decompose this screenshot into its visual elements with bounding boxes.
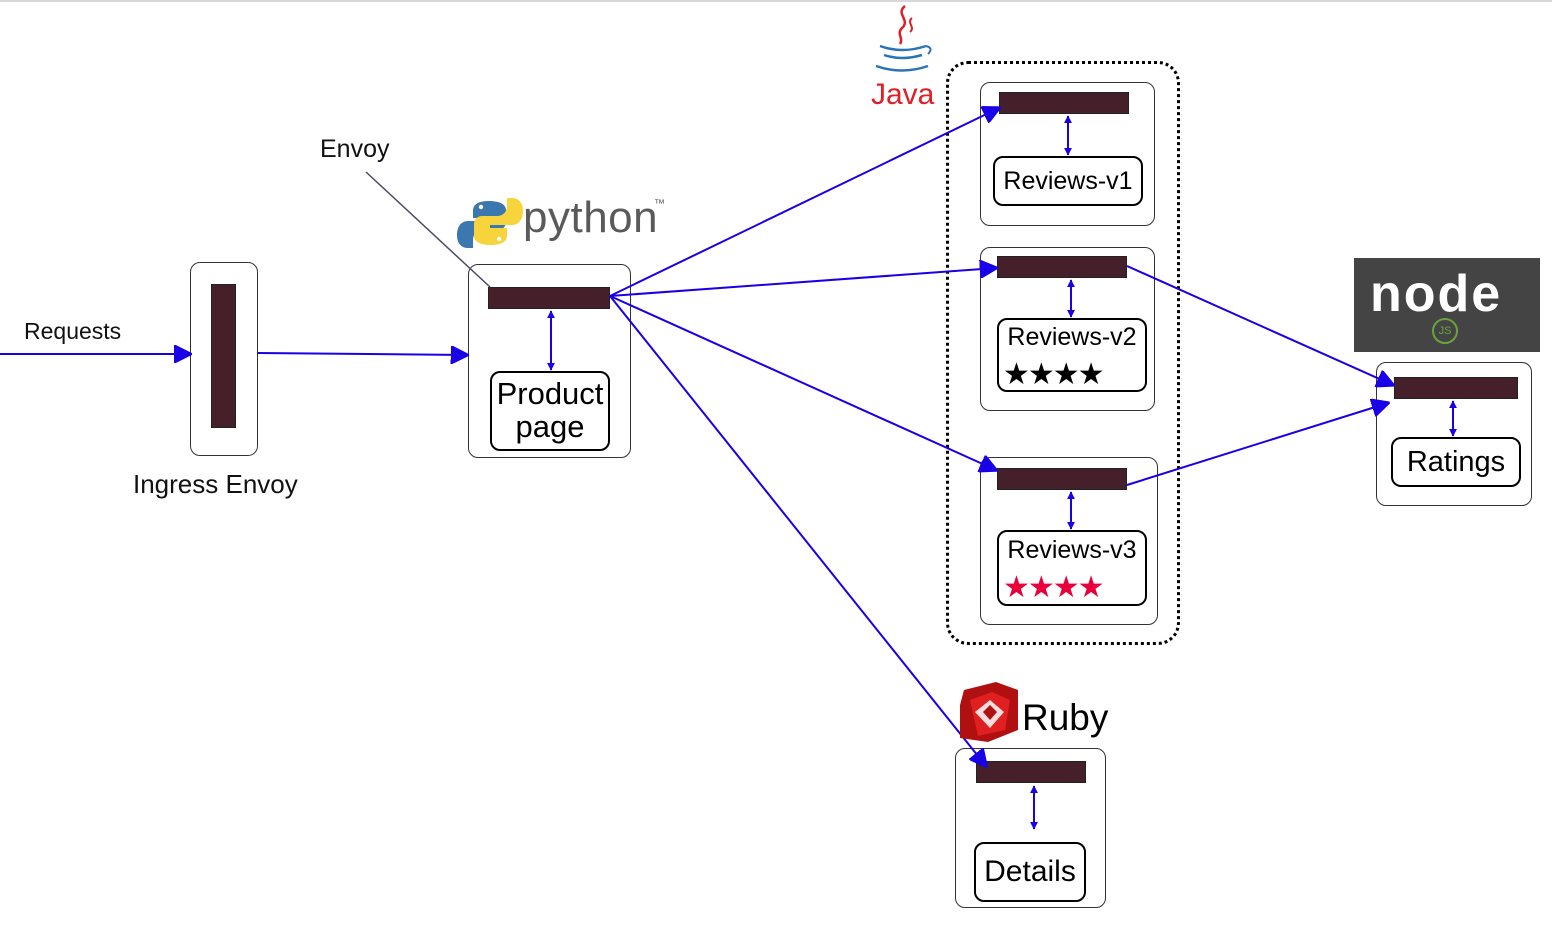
nodejs-wordmark: node xyxy=(1370,265,1503,323)
details-service: Details xyxy=(974,842,1086,902)
details-envoy-proxy xyxy=(976,761,1086,783)
productpage-to-reviews-v2-arrow xyxy=(609,268,996,297)
reviews-v3-label: Reviews-v3 xyxy=(1007,536,1137,564)
reviews-group xyxy=(946,61,1180,645)
nodejs-js-badge: JS xyxy=(1432,318,1458,344)
ratings-service: Ratings xyxy=(1391,437,1521,487)
reviews-v2-stars: ★★★★ xyxy=(1003,358,1105,391)
productpage-service: Product page xyxy=(490,371,610,451)
productpage-to-reviews-v1-arrow xyxy=(609,108,999,297)
requests-label: Requests xyxy=(24,318,122,344)
envoy-label: Envoy xyxy=(320,135,390,163)
ingress-envoy-label: Ingress Envoy xyxy=(133,469,298,499)
ratings-label: Ratings xyxy=(1406,445,1506,478)
ruby-wordmark: Ruby xyxy=(1022,697,1109,738)
reviews-v3-to-ratings-arrow xyxy=(1126,403,1388,486)
envoy-pointer-line xyxy=(365,171,491,288)
reviews-v1-service: Reviews-v1 xyxy=(993,156,1143,206)
ingress-envoy-proxy xyxy=(211,284,236,428)
reviews-v2-label: Reviews-v2 xyxy=(1007,323,1137,351)
productpage-label-line1: Product xyxy=(496,376,604,412)
productpage-to-details-arrow xyxy=(609,295,986,766)
reviews-v3-service: Reviews-v3 xyxy=(997,530,1147,606)
reviews-v2-service: Reviews-v2 xyxy=(997,318,1147,392)
reviews-v2-to-ratings-arrow xyxy=(1126,265,1393,385)
reviews-v1-envoy-proxy xyxy=(999,92,1129,114)
reviews-v1-label: Reviews-v1 xyxy=(1003,166,1133,195)
productpage-envoy-proxy xyxy=(488,287,610,309)
ingress-to-productpage-arrow xyxy=(257,353,467,355)
productpage-to-reviews-v3-arrow xyxy=(609,295,996,470)
python-trademark: ™ xyxy=(654,198,665,210)
details-label: Details xyxy=(984,855,1076,889)
java-wordmark: Java xyxy=(871,78,935,111)
top-border xyxy=(0,0,1552,2)
java-logo-icon xyxy=(875,5,932,72)
python-wordmark: python xyxy=(523,193,659,242)
reviews-v3-envoy-proxy xyxy=(997,468,1127,490)
reviews-v3-stars: ★★★★ xyxy=(1003,571,1105,604)
productpage-label-line2: page xyxy=(515,409,585,444)
python-logo-icon xyxy=(457,198,523,248)
nodejs-logo-icon: node JS xyxy=(1354,258,1540,352)
ratings-envoy-proxy xyxy=(1394,377,1518,399)
ruby-logo-icon xyxy=(960,682,1018,742)
